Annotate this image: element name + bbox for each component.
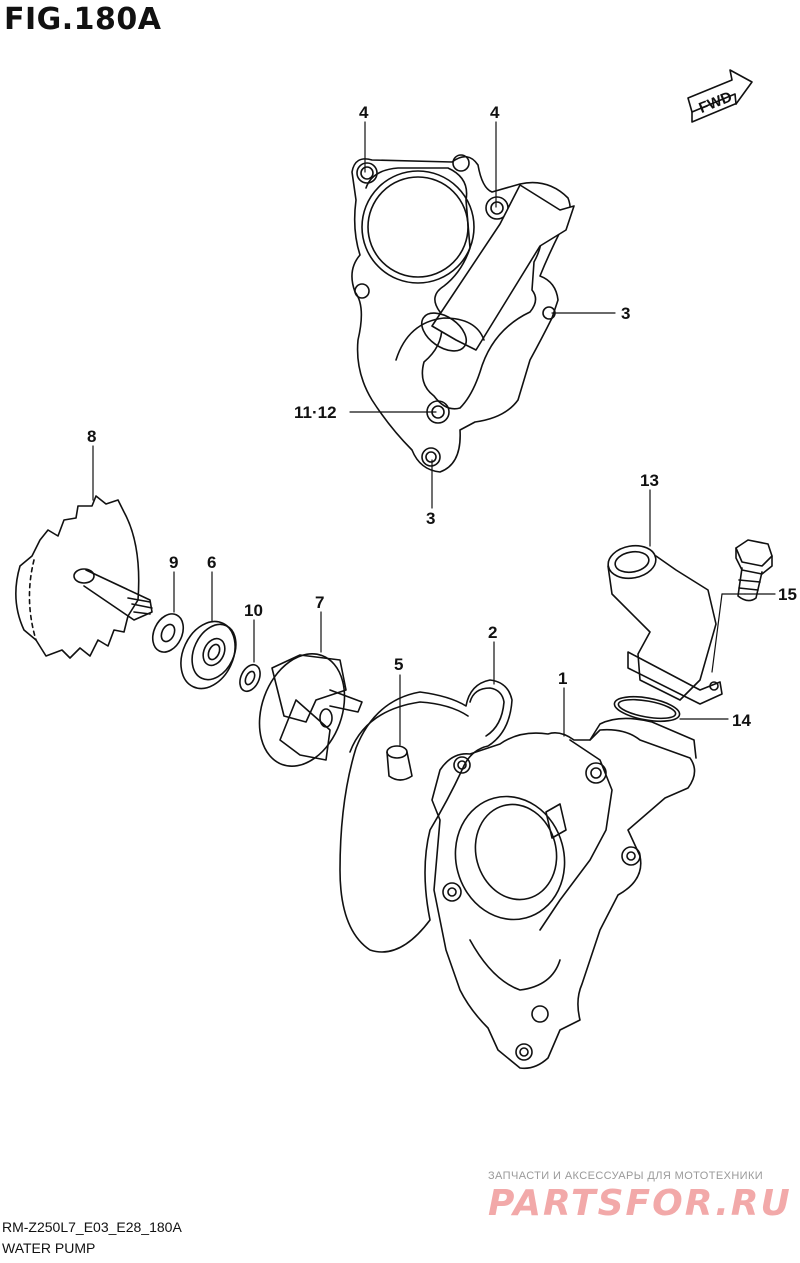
- bolt: [735, 539, 773, 602]
- watermark-tagline: ЗАПЧАСТИ И АКСЕССУАРЫ ДЛЯ МОТОТЕХНИКИ: [488, 1170, 764, 1182]
- watermark-logo: PARTSFOR.RU: [488, 1183, 792, 1224]
- impeller-washer: [239, 663, 261, 693]
- outlet-union-pipe: [607, 544, 723, 705]
- impeller: [258, 653, 363, 767]
- figure-title: FIG.180A: [4, 2, 162, 37]
- pump-body: [431, 717, 697, 1070]
- callout-2: 2: [488, 623, 497, 642]
- dowel-pin: [386, 745, 413, 781]
- pump-driven-gear: [15, 495, 153, 659]
- callout-15: 15: [778, 585, 797, 604]
- callout-3-bottom: 3: [426, 509, 435, 528]
- callout-7: 7: [315, 593, 324, 612]
- callout-8: 8: [87, 427, 96, 446]
- callout-4-left: 4: [359, 103, 369, 122]
- callout-14: 14: [732, 711, 751, 730]
- bearing: [180, 620, 237, 690]
- figure-caption: WATER PUMP: [2, 1240, 96, 1256]
- pump-gasket: [339, 679, 513, 953]
- callout-13: 13: [640, 471, 659, 490]
- callout-9: 9: [169, 553, 178, 572]
- callout-1: 1: [558, 669, 567, 688]
- o-ring: [613, 695, 681, 723]
- callout-6: 6: [207, 553, 216, 572]
- callout-3-right: 3: [621, 304, 630, 323]
- fwd-arrow-icon: [687, 69, 753, 123]
- callout-10: 10: [244, 601, 263, 620]
- figure-code: RM-Z250L7_E03_E28_180A: [2, 1219, 182, 1235]
- washer: [151, 613, 185, 653]
- callout-11-12: 11·12: [294, 403, 337, 422]
- callout-4-right: 4: [490, 103, 500, 122]
- pump-cover: [351, 154, 575, 473]
- callout-5: 5: [394, 655, 403, 674]
